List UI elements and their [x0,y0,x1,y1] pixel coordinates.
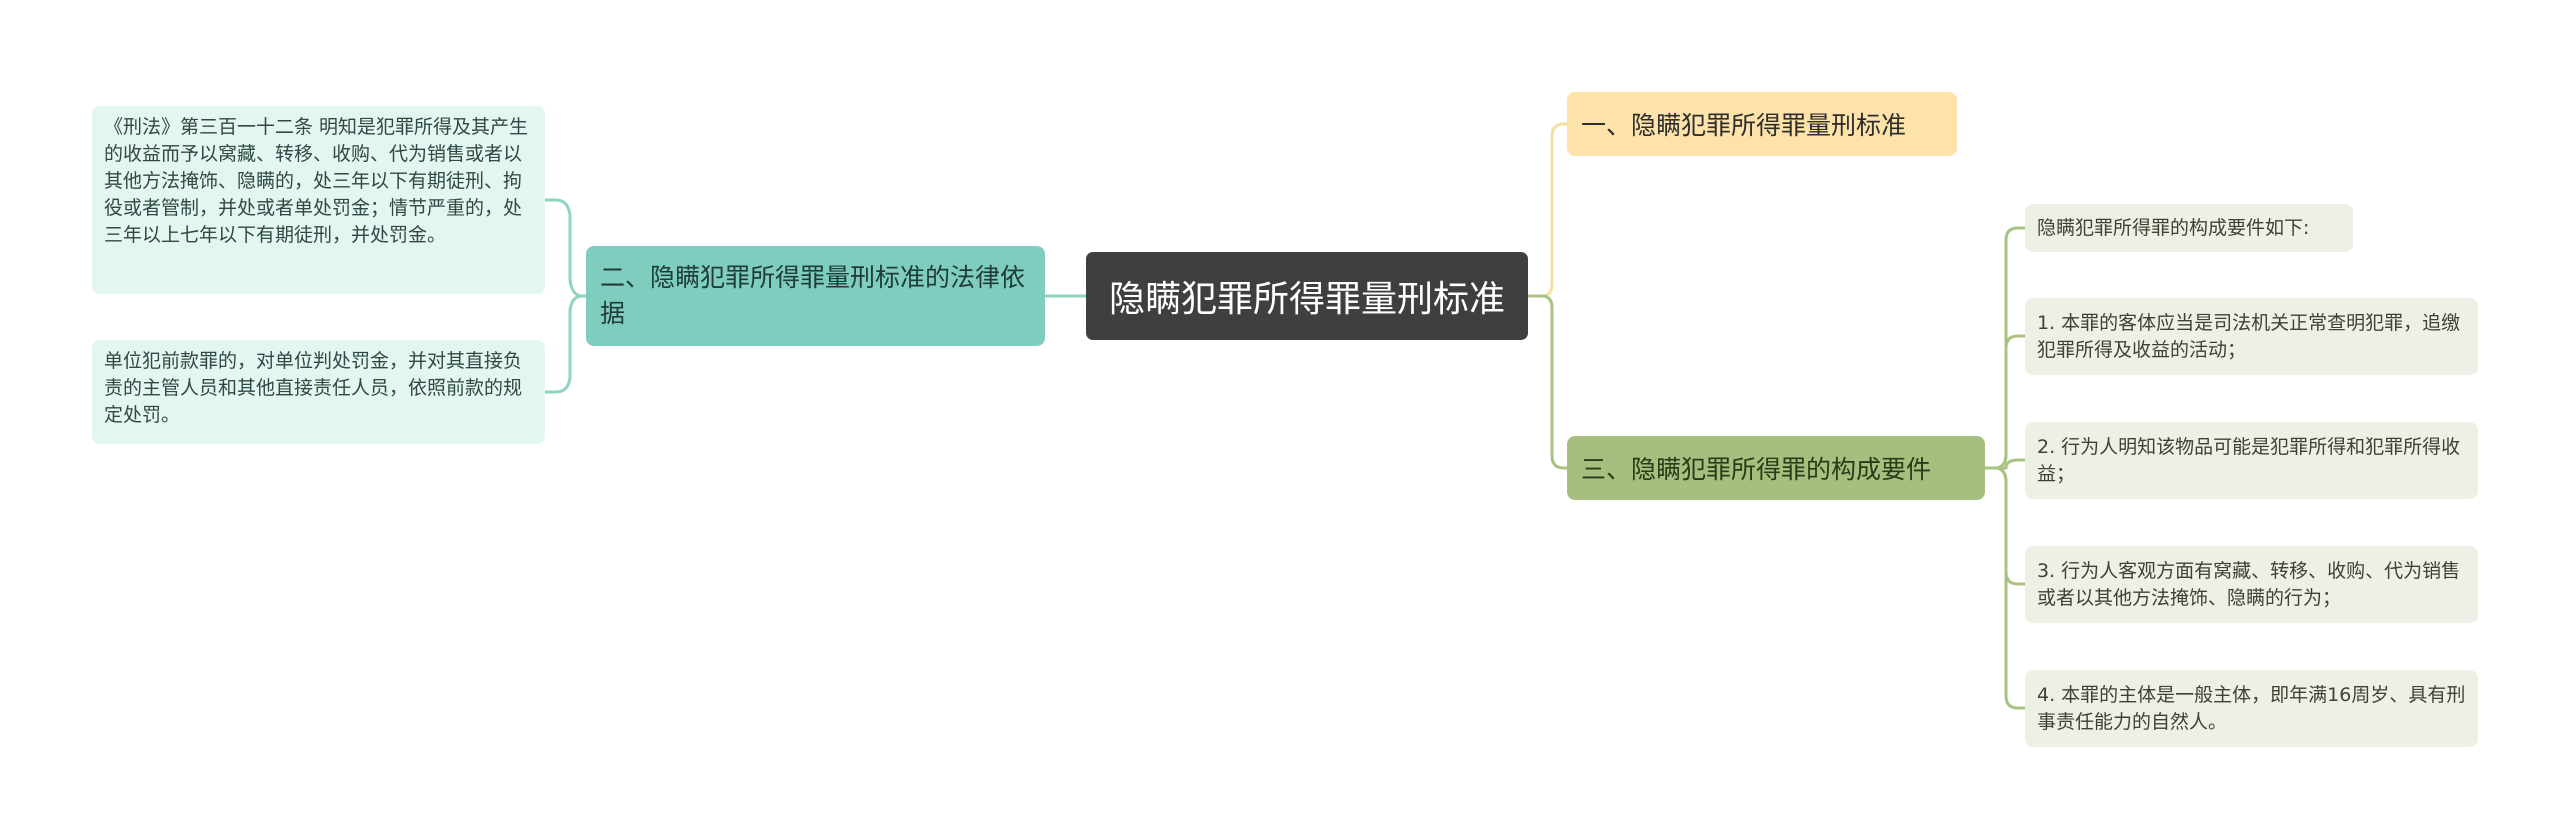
leaf-node-element-object[interactable]: 1. 本罪的客体应当是司法机关正常查明犯罪，追缴犯罪所得及收益的活动； [2025,298,2478,375]
leaf-text: 3. 行为人客观方面有窝藏、转移、收购、代为销售或者以其他方法掩饰、隐瞒的行为； [2037,559,2461,609]
branch-label: 三、隐瞒犯罪所得罪的构成要件 [1581,455,1932,484]
branch-node-sentencing-standard[interactable]: 一、隐瞒犯罪所得罪量刑标准 [1567,92,1957,156]
root-label: 隐瞒犯罪所得罪量刑标准 [1108,279,1505,320]
leaf-node-elements-intro[interactable]: 隐瞒犯罪所得罪的构成要件如下: [2025,204,2353,252]
leaf-text: 单位犯前款罪的，对单位判处罚金，并对其直接负责的主管人员和其他直接责任人员，依照… [104,350,523,426]
link-branch-3-req-1 [1985,334,2025,470]
link-root-branch-3 [1528,294,1567,470]
leaf-node-element-subject[interactable]: 4. 本罪的主体是一般主体，即年满16周岁、具有刑事责任能力的自然人。 [2025,670,2478,747]
leaf-node-criminal-law-article[interactable]: 《刑法》第三百一十二条 明知是犯罪所得及其产生的收益而予以窝藏、转移、收购、代为… [92,106,545,294]
leaf-node-element-knowledge[interactable]: 2. 行为人明知该物品可能是犯罪所得和犯罪所得收益； [2025,422,2478,499]
root-node[interactable]: 隐瞒犯罪所得罪量刑标准 [1086,252,1528,340]
leaf-text: 《刑法》第三百一十二条 明知是犯罪所得及其产生的收益而予以窝藏、转移、收购、代为… [104,116,529,246]
leaf-text: 隐瞒犯罪所得罪的构成要件如下: [2037,216,2310,239]
branch-label: 二、隐瞒犯罪所得罪量刑标准的法律依据 [600,263,1026,328]
branch-label: 一、隐瞒犯罪所得罪量刑标准 [1581,111,1907,140]
branch-node-constituent-elements[interactable]: 三、隐瞒犯罪所得罪的构成要件 [1567,436,1985,500]
leaf-node-element-objective-act[interactable]: 3. 行为人客观方面有窝藏、转移、收购、代为销售或者以其他方法掩饰、隐瞒的行为； [2025,546,2478,623]
link-branch-3-req-2 [1985,458,2025,470]
link-branch-2-law-1 [545,198,586,298]
leaf-text: 2. 行为人明知该物品可能是犯罪所得和犯罪所得收益； [2037,435,2461,485]
leaf-text: 4. 本罪的主体是一般主体，即年满16周岁、具有刑事责任能力的自然人。 [2037,683,2466,733]
link-branch-2-law-2 [545,294,586,394]
branch-node-legal-basis[interactable]: 二、隐瞒犯罪所得罪量刑标准的法律依据 [586,246,1045,346]
link-branch-3-req-4 [1985,466,2025,710]
leaf-node-unit-crime[interactable]: 单位犯前款罪的，对单位判处罚金，并对其直接负责的主管人员和其他直接责任人员，依照… [92,340,545,444]
link-root-branch-1 [1528,122,1567,298]
leaf-text: 1. 本罪的客体应当是司法机关正常查明犯罪，追缴犯罪所得及收益的活动； [2037,311,2461,361]
